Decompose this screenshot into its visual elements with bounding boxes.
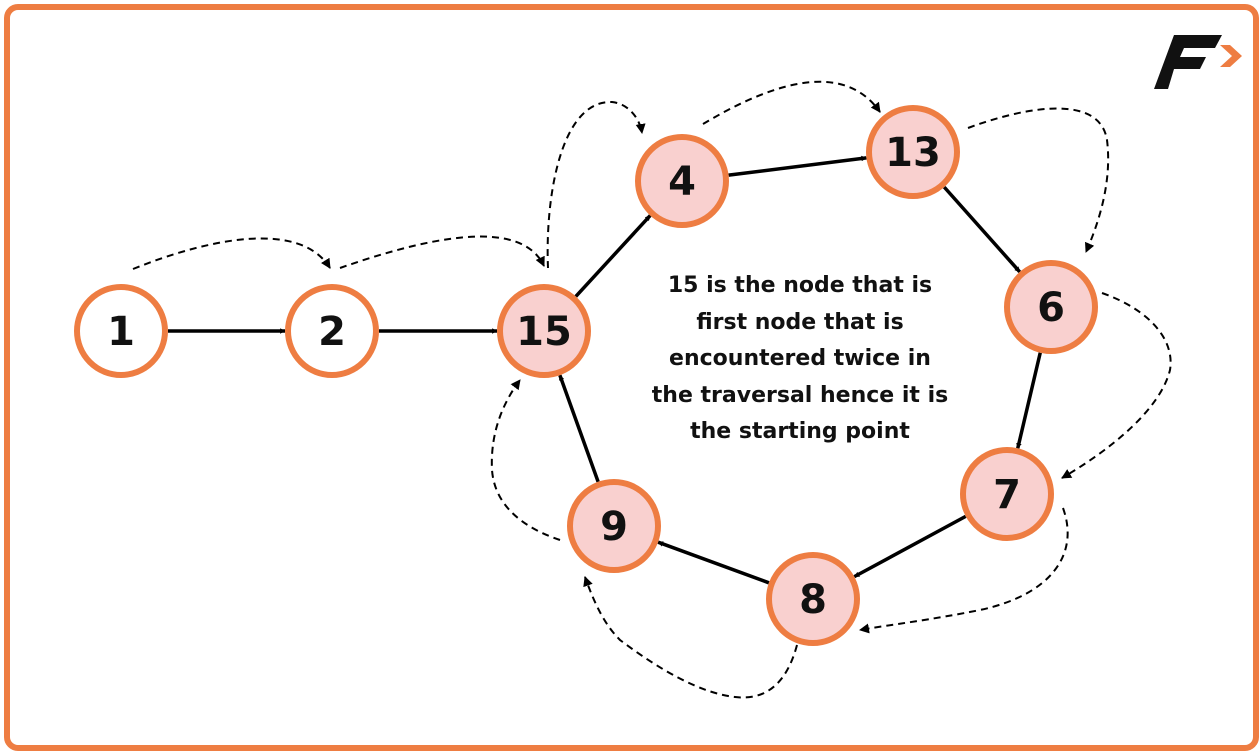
traversal-arc-n9-n15 <box>490 379 561 541</box>
node-circle <box>1004 260 1098 354</box>
list-nodes: 1 2 15 4 13 6 7 8 9 <box>74 105 1098 646</box>
node-label: 8 <box>799 577 827 623</box>
edge-n7-n8 <box>853 514 967 579</box>
edge-n6-n7 <box>1016 352 1042 449</box>
edge-n9-n15 <box>558 374 600 483</box>
node-label: 4 <box>668 159 696 205</box>
list-edges <box>168 155 1042 585</box>
caption-line: 15 is the node that is <box>667 273 933 298</box>
traversal-arc-n8-n9 <box>583 576 798 699</box>
traversal-arc-n7-n8 <box>859 507 1069 634</box>
traversal-arc-n15-n4 <box>546 100 646 269</box>
node-circle <box>74 284 168 378</box>
edge-n4-n13 <box>728 155 867 177</box>
caption-line: first node that is <box>696 309 904 335</box>
node-label: 13 <box>885 130 941 176</box>
node-1: 1 <box>74 284 168 378</box>
node-6: 6 <box>1004 260 1098 354</box>
node-7: 7 <box>960 447 1054 541</box>
traversal-arc-n13-n6 <box>967 107 1110 253</box>
node-label: 7 <box>993 472 1021 518</box>
caption-line: the traversal hence it is <box>651 382 949 408</box>
node-circle <box>766 552 860 646</box>
caption-line: the starting point <box>690 419 910 444</box>
node-label: 1 <box>107 309 135 355</box>
node-8: 8 <box>766 552 860 646</box>
node-circle <box>567 479 661 573</box>
node-circle <box>635 134 729 228</box>
node-4: 4 <box>635 134 729 228</box>
edge-n8-n9 <box>657 540 770 585</box>
edge-n15-n4 <box>574 214 652 298</box>
node-label: 15 <box>516 309 572 355</box>
traversal-arc-n4-n13 <box>702 80 881 125</box>
caption: 15 is the node that is first node that i… <box>610 268 990 451</box>
node-label: 2 <box>318 309 346 355</box>
brand-logo-icon <box>1154 35 1242 89</box>
diagram-frame <box>4 4 1259 751</box>
node-circle <box>285 284 379 378</box>
node-label: 6 <box>1037 285 1065 331</box>
node-circle <box>960 447 1054 541</box>
caption-line: encountered twice in <box>669 346 931 371</box>
traversal-arc-n2-n15 <box>339 235 545 269</box>
node-2: 2 <box>285 284 379 378</box>
edge-n13-n6 <box>942 185 1022 274</box>
node-circle <box>497 284 591 378</box>
node-circle <box>866 105 960 199</box>
node-label: 9 <box>600 504 628 550</box>
node-13: 13 <box>866 105 960 199</box>
node-9: 9 <box>567 479 661 573</box>
traversal-arcs <box>132 80 1172 699</box>
traversal-arc-n1-n2 <box>132 237 331 270</box>
node-15: 15 <box>497 284 591 378</box>
traversal-arc-n6-n7 <box>1061 292 1172 479</box>
